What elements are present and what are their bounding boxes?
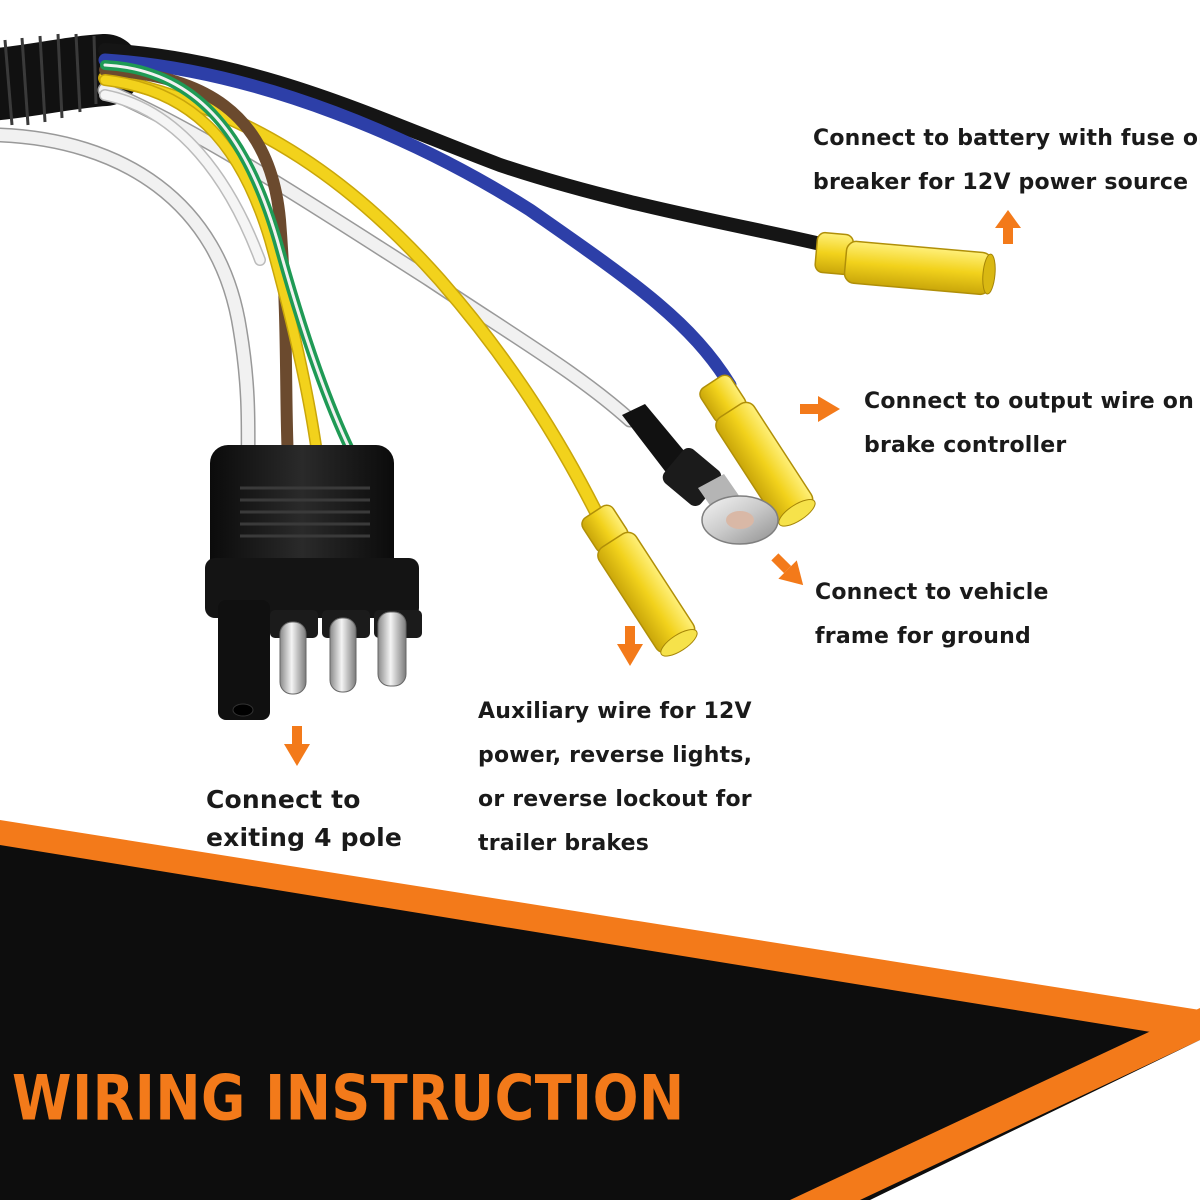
callout-arrows xyxy=(284,210,1021,766)
label-auxiliary-line1: Auxiliary wire for 12V xyxy=(478,699,752,724)
brand-logo: CARROFIX xyxy=(1012,1138,1184,1169)
label-brake-output-line2: brake controller xyxy=(864,433,1067,458)
label-ground: Connect to vehicle frame for ground xyxy=(815,571,1049,659)
footer-orange-corner xyxy=(790,1008,1200,1200)
orange-arrow-icon xyxy=(284,726,310,766)
four-pole-connector-icon xyxy=(205,445,422,720)
label-four-pole: Connect to exiting 4 pole xyxy=(206,781,402,857)
label-ground-line1: Connect to vehicle xyxy=(815,580,1049,605)
label-brake-output-line1: Connect to output wire on xyxy=(864,389,1194,414)
ring-terminal-icon xyxy=(622,404,779,545)
white-wire-left xyxy=(0,127,256,478)
label-auxiliary: Auxiliary wire for 12V power, reverse li… xyxy=(478,690,752,866)
butt-connector-icon xyxy=(814,231,996,296)
label-auxiliary-line4: trailer brakes xyxy=(478,831,650,856)
label-four-pole-line2: exiting 4 pole xyxy=(206,823,403,852)
butt-connector-icon xyxy=(581,504,698,657)
label-brake-output: Connect to output wire on brake controll… xyxy=(864,380,1194,468)
footer-white-wedge xyxy=(870,1040,1200,1200)
label-four-pole-line1: Connect to xyxy=(206,785,361,814)
orange-arrow-icon xyxy=(771,553,804,586)
label-auxiliary-line3: or reverse lockout for xyxy=(478,787,752,812)
blue-wire xyxy=(98,53,737,392)
label-battery: Connect to battery with fuse or breaker … xyxy=(813,117,1200,205)
label-ground-line2: frame for ground xyxy=(815,624,1031,649)
page-title: WIRING INSTRUCTION xyxy=(12,1062,685,1135)
orange-arrow-icon xyxy=(800,396,840,422)
label-battery-line1: Connect to battery with fuse or xyxy=(813,126,1200,151)
wire-bundle xyxy=(0,43,832,527)
orange-arrow-icon xyxy=(995,210,1021,244)
label-battery-line2: breaker for 12V power source xyxy=(813,170,1189,195)
footer-black-band xyxy=(0,845,1200,1200)
butt-connector-icon xyxy=(699,374,816,527)
black-wire xyxy=(98,43,832,252)
registered-mark: ® xyxy=(1182,1122,1194,1136)
orange-arrow-icon xyxy=(617,626,643,666)
wire-loom xyxy=(0,33,141,126)
label-auxiliary-line2: power, reverse lights, xyxy=(478,743,753,768)
